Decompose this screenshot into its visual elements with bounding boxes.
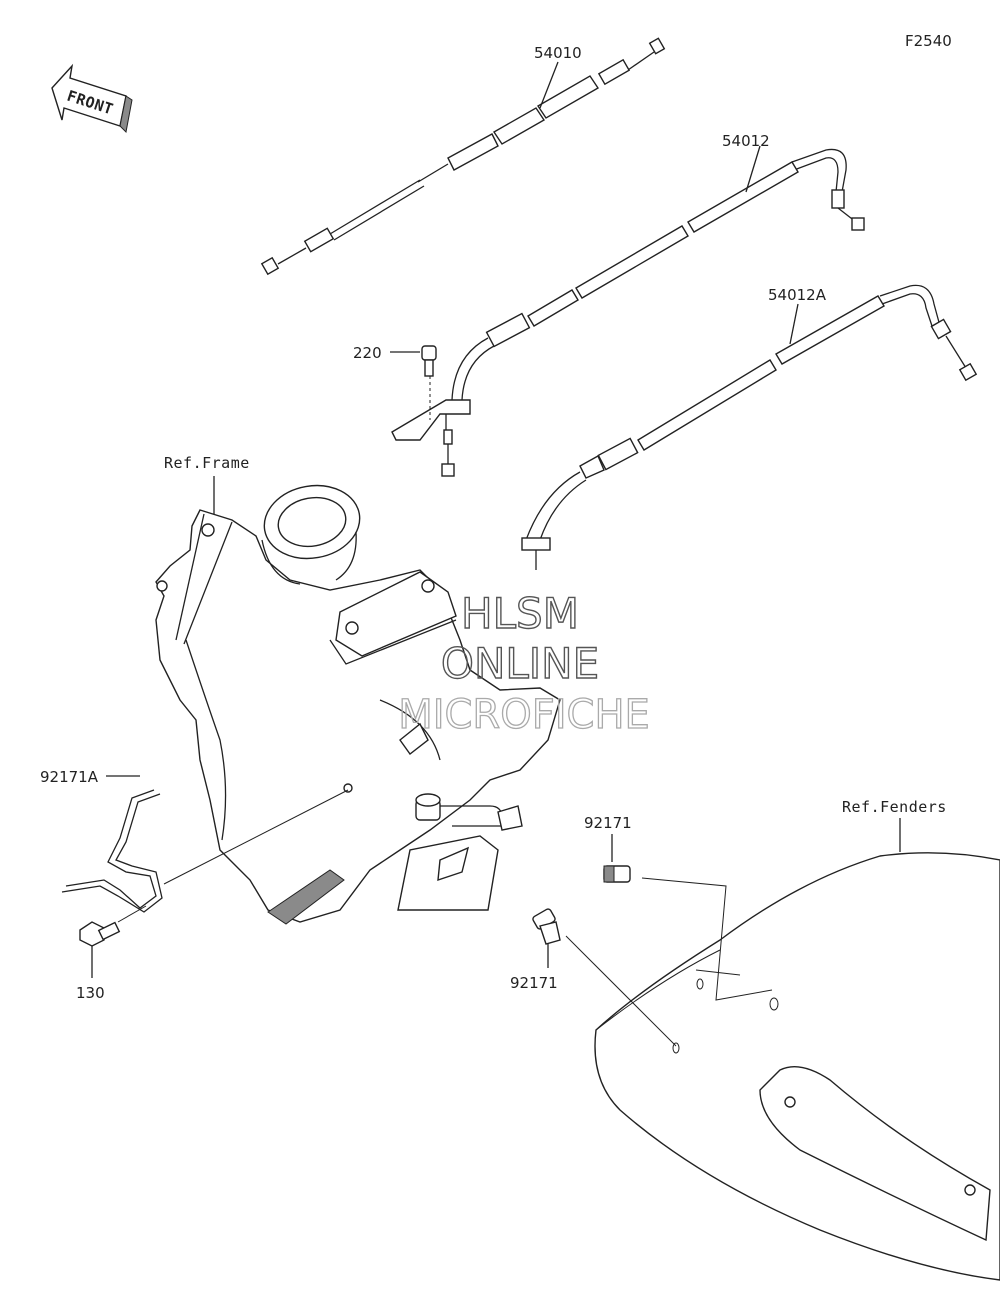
part-label-92171A: 92171A	[40, 768, 99, 786]
ref-frame-label: Ref.Frame	[164, 454, 250, 472]
part-label-54010: 54010	[534, 44, 582, 62]
cable-54012A	[521, 284, 978, 570]
watermark: HLSM ONLINE MICROFICHE	[398, 588, 651, 738]
fender	[594, 818, 1000, 1281]
svg-text:ONLINE: ONLINE	[441, 639, 599, 688]
part-label-54012A: 54012A	[768, 286, 827, 304]
cable-54010	[260, 37, 666, 276]
bolt-130	[79, 905, 147, 978]
clip-92171-lower	[532, 908, 677, 1047]
part-label-92171-upper: 92171	[584, 814, 632, 832]
part-label-54012: 54012	[722, 132, 770, 150]
part-label-220: 220	[353, 344, 382, 362]
figure-code: F2540	[905, 32, 952, 50]
screw-220	[390, 345, 437, 420]
front-arrow-icon: FRONT	[51, 63, 133, 134]
frame-assembly	[155, 484, 561, 925]
part-label-92171-lower: 92171	[510, 974, 558, 992]
svg-text:HLSM: HLSM	[461, 589, 579, 638]
svg-text:MICROFICHE: MICROFICHE	[398, 692, 650, 738]
part-label-130: 130	[76, 984, 105, 1002]
clip-92171-upper	[603, 834, 773, 1001]
cable-54012	[391, 145, 865, 477]
clamp-92171A	[61, 775, 349, 913]
ref-fenders-label: Ref.Fenders	[842, 798, 947, 816]
